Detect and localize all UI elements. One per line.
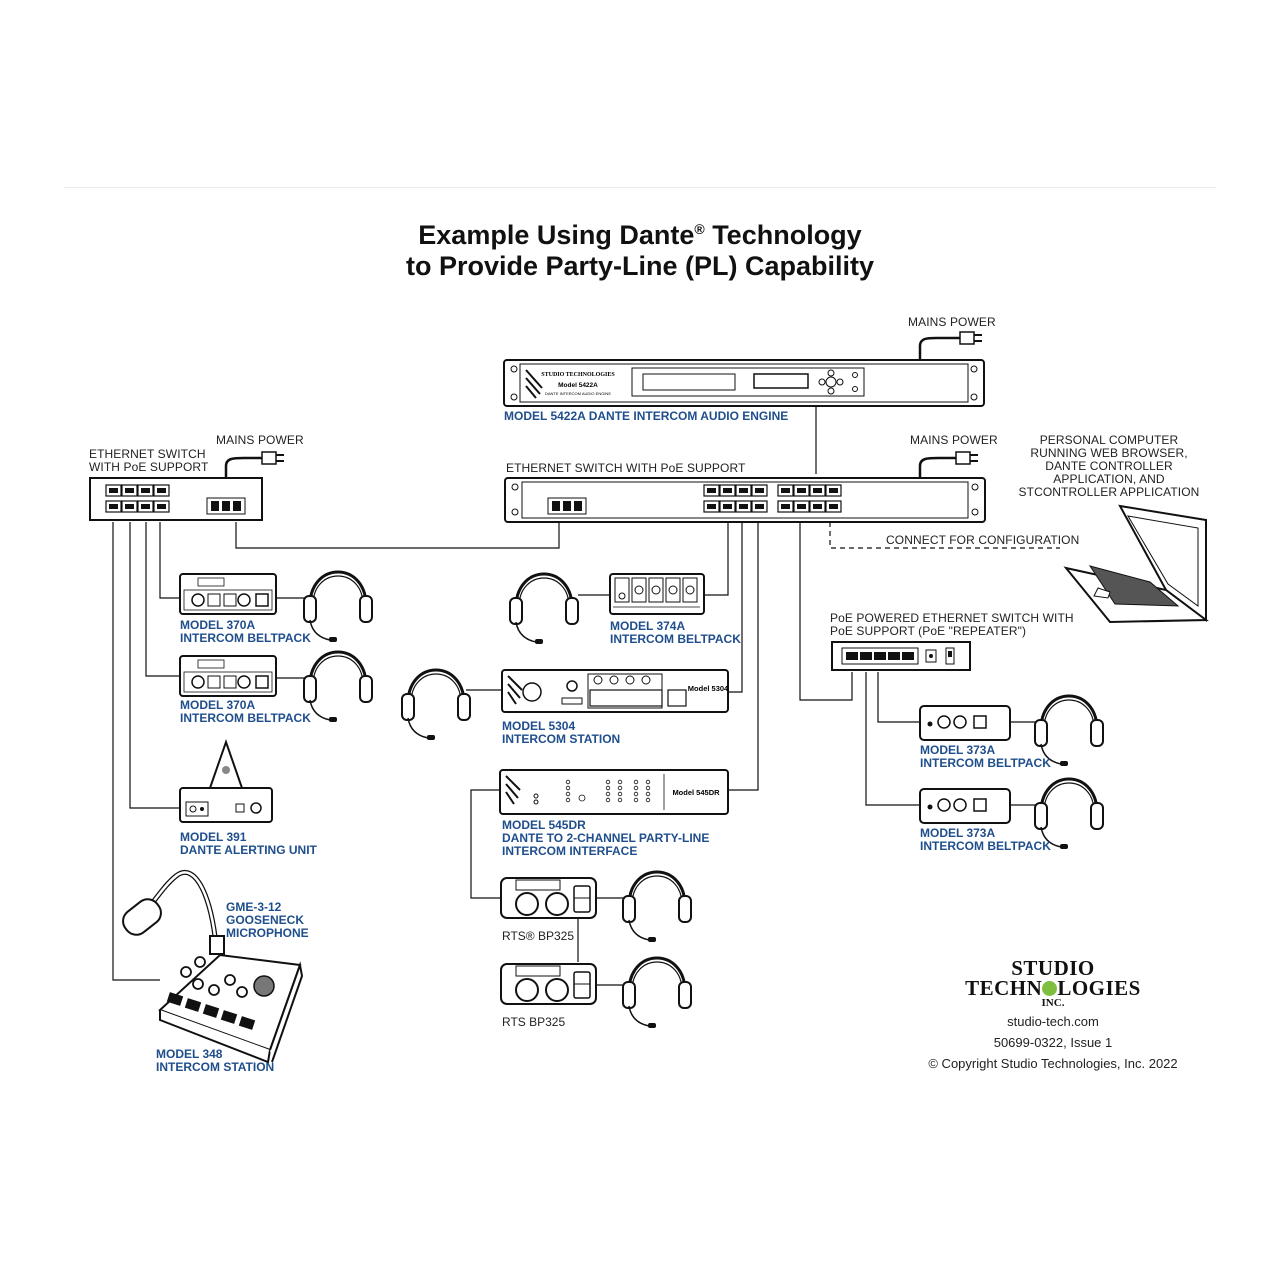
poe-repeater-line1: PoE POWERED ETHERNET SWITCH WITH [830,611,1074,625]
m5304-line1: MODEL 5304 [502,719,576,733]
copyright-text: © Copyright Studio Technologies, Inc. 20… [928,1056,1178,1071]
model-545dr-unit: Model 545DR [499,769,729,815]
m348-line1: MODEL 348 [156,1047,223,1061]
pc-line5: STCONTROLLER APPLICATION [1018,485,1200,499]
m370a-2-line1: MODEL 370A [180,698,256,712]
page-title: Example Using Dante® Technology to Provi… [0,214,1280,282]
m391-line1: MODEL 391 [180,830,247,844]
headset-icon [302,570,374,644]
poe-repeater-unit [831,641,971,671]
m348-line2: INTERCOM STATION [156,1060,275,1074]
doc-number: 50699-0322, Issue 1 [993,1035,1113,1050]
poe-repeater-line2: PoE SUPPORT (PoE "REPEATER") [830,624,1027,638]
m545dr-line1: MODEL 545DR [502,818,586,832]
pc-line3: DANTE CONTROLLER [1045,459,1173,473]
logo-dot-icon [1042,981,1058,996]
m373a-2-line2: INTERCOM BELTPACK [920,839,1051,853]
gme-line2: GOOSENECK [226,913,305,927]
rts-bp325-unit-1 [500,877,597,919]
headset-icon [621,870,693,944]
connect-config-label: CONNECT FOR CONFIGURATION [886,533,1080,547]
model-374a-label: MODEL 374A INTERCOM BELTPACK [610,620,741,646]
model-370a-unit-1 [179,573,277,615]
model-373a-unit-2 [919,788,1011,824]
logo-line3: INC. [1041,997,1065,1009]
rts-bp325-unit-2 [500,963,597,1005]
switch-left-label: ETHERNET SWITCH WITH PoE SUPPORT [89,448,208,474]
top-divider [64,187,1216,188]
model-545dr-label: MODEL 545DR DANTE TO 2-CHANNEL PARTY-LIN… [502,819,709,858]
model-348-label: MODEL 348 INTERCOM STATION [156,1048,274,1074]
gme-label: GME-3-12 GOOSENECK MICROPHONE [226,901,309,940]
pc-line1: PERSONAL COMPUTER [1039,433,1179,447]
title-line1b: Technology [704,220,862,250]
m374a-line1: MODEL 374A [610,619,686,633]
model-5422a-label: MODEL 5422A DANTE INTERCOM AUDIO ENGINE [504,409,789,423]
gme-line3: MICROPHONE [226,926,309,940]
gme-line1: GME-3-12 [226,900,282,914]
model-370a-label-2: MODEL 370A INTERCOM BELTPACK [180,699,311,725]
logo-line1: STUDIO [1011,956,1095,980]
model-373a-label-1: MODEL 373A INTERCOM BELTPACK [920,744,1051,770]
model-374a-unit [609,573,705,615]
title-line1: Example Using Dante [418,220,695,250]
m373a-2-line1: MODEL 373A [920,826,996,840]
headset-icon [400,668,472,742]
rts-bp325-label-2: RTS BP325 [502,1015,566,1029]
title-line2: to Provide Party-Line (PL) Capability [405,251,875,281]
registered-mark: ® [694,221,705,237]
m391-line2: DANTE ALERTING UNIT [180,843,317,857]
model-348-station [122,870,304,1064]
p545-model: Model 545DR [672,788,720,797]
mains-power-label-top: MAINS POWER [908,315,996,329]
m370a-2-line2: INTERCOM BELTPACK [180,711,311,725]
left-switch-unit [89,477,263,521]
p5422-model: Model 5422A [558,382,598,389]
model-5422a-unit: STUDIO TECHNOLOGIES Model 5422A DANTE IN… [503,359,985,407]
pc-line2: RUNNING WEB BROWSER, [1030,446,1188,460]
url-text: studio-tech.com [1007,1014,1099,1029]
m370a-1-line1: MODEL 370A [180,618,256,632]
mains-power-label-left: MAINS POWER [216,433,304,447]
p5422-brand: STUDIO TECHNOLOGIES [541,372,615,378]
m373a-1-line1: MODEL 373A [920,743,996,757]
model-391-label: MODEL 391 DANTE ALERTING UNIT [180,831,317,857]
headset-icon [508,572,580,646]
p5422-sub: DANTE INTERCOM AUDIO ENGINE [545,391,611,396]
m545dr-line2: DANTE TO 2-CHANNEL PARTY-LINE [502,831,710,845]
headset-icon [621,956,693,1030]
model-373a-label-2: MODEL 373A INTERCOM BELTPACK [920,827,1051,853]
model-391-unit [179,738,273,823]
m545dr-line3: INTERCOM INTERFACE [502,844,638,858]
model-5304-label: MODEL 5304 INTERCOM STATION [502,720,620,746]
m5304-line2: INTERCOM STATION [502,732,621,746]
m374a-line2: INTERCOM BELTPACK [610,632,741,646]
headset-icon [302,650,374,724]
m373a-1-line2: INTERCOM BELTPACK [920,756,1051,770]
model-370a-label-1: MODEL 370A INTERCOM BELTPACK [180,619,311,645]
rts-bp325-label-1: RTS® BP325 [502,929,574,943]
network-cables [112,406,920,981]
pc-line4: APPLICATION, AND [1053,472,1165,486]
logo-line2a: TECHN [965,976,1043,1000]
p5304-model: Model 5304 [688,684,729,693]
switch-left-line1: ETHERNET SWITCH [89,447,206,461]
logo-line2: TECHN LOGIES [958,976,1148,1000]
pc-label: PERSONAL COMPUTER RUNNING WEB BROWSER, D… [1014,434,1204,499]
logo-line2b: LOGIES [1057,976,1141,1000]
model-370a-unit-2 [179,655,277,697]
model-373a-unit-1 [919,705,1011,741]
model-5304-unit: Model 5304 [501,669,729,713]
main-switch-unit [504,477,986,523]
switch-left-line2: WITH PoE SUPPORT [89,460,209,474]
laptop-computer [1063,504,1209,624]
mains-power-label-right: MAINS POWER [910,433,998,447]
m370a-1-line2: INTERCOM BELTPACK [180,631,311,645]
switch-main-label: ETHERNET SWITCH WITH PoE SUPPORT [506,461,746,475]
studio-technologies-logo: STUDIO TECHN LOGIES INC. [958,958,1148,1009]
poe-repeater-label: PoE POWERED ETHERNET SWITCH WITH PoE SUP… [830,612,1074,638]
